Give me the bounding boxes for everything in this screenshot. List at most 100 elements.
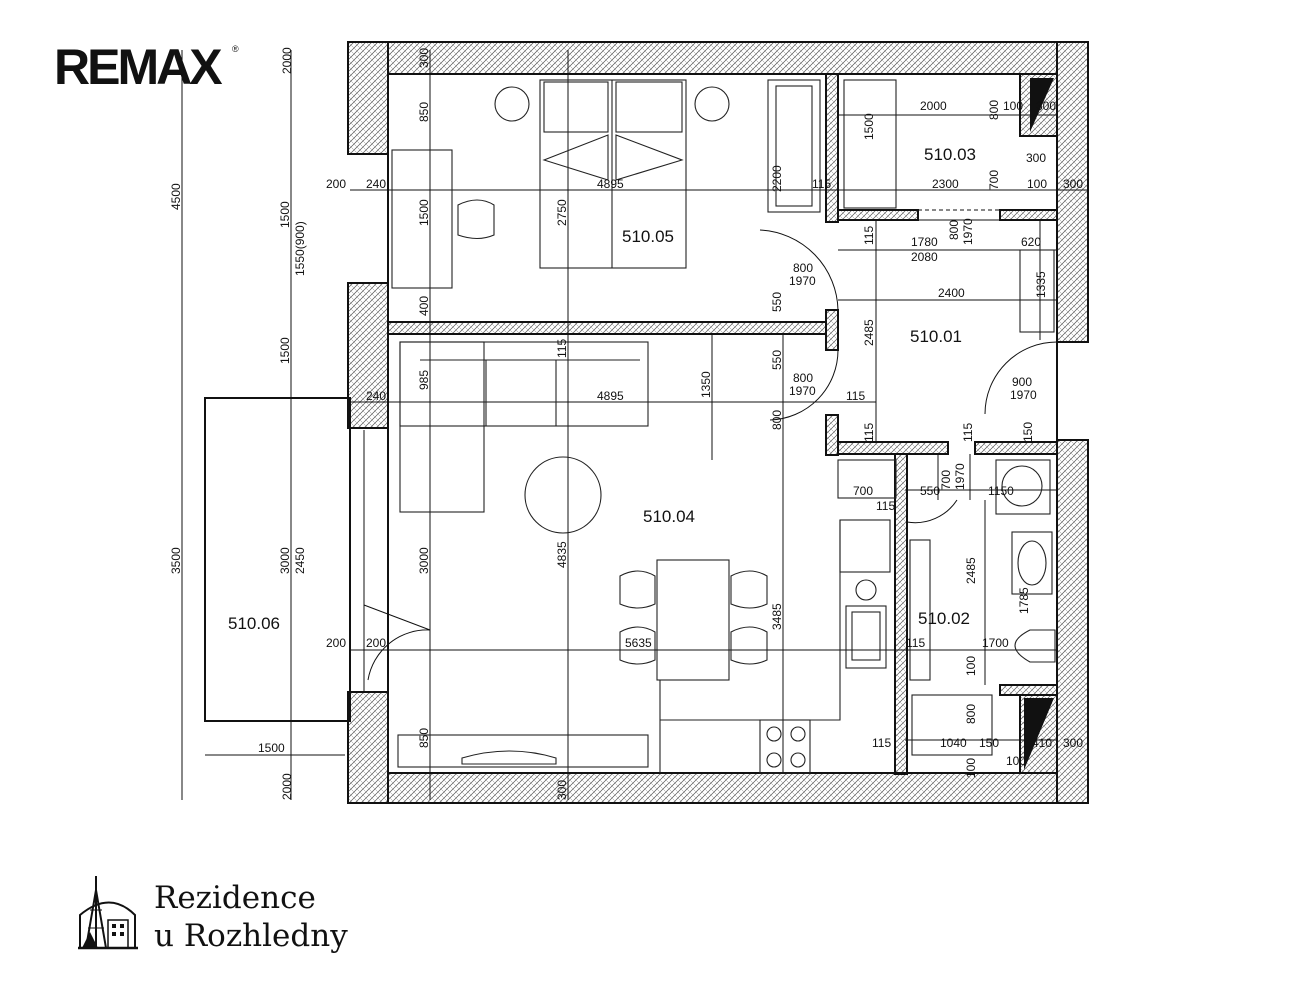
dimension-lines — [181, 50, 1088, 800]
dim-label: 1500 — [258, 741, 285, 755]
dim-label: 620 — [1021, 235, 1041, 249]
dim-label: 150 — [1021, 422, 1035, 442]
wall-v-1 — [825, 73, 839, 223]
dim-label: 1970 — [789, 274, 816, 288]
room-label: 510.01 — [910, 327, 962, 346]
coffee-table — [524, 456, 602, 534]
dim-label: 100 — [1027, 177, 1047, 191]
logo-text: REMAX — [54, 39, 222, 95]
dim-label: 985 — [417, 370, 431, 390]
dim-label: 2000 — [920, 99, 947, 113]
tv-unit — [397, 734, 649, 768]
cooktop — [759, 719, 811, 774]
dim-label: 4895 — [597, 389, 624, 403]
toilet — [1014, 629, 1056, 663]
dim-label: 3500 — [169, 547, 183, 574]
dim-label: 300 — [1036, 99, 1056, 113]
room-label: 510.03 — [924, 145, 976, 164]
wardrobe — [767, 79, 821, 213]
desk — [391, 149, 453, 289]
washing-machine — [995, 459, 1051, 515]
dim-label: 3485 — [770, 603, 784, 630]
dim-label: 410 — [1032, 736, 1052, 750]
dim-label: 2080 — [911, 250, 938, 264]
dim-label: 115 — [872, 736, 891, 750]
dim-label: 100 — [964, 758, 978, 778]
dim-label: 115 — [555, 339, 569, 358]
nightstand-right — [694, 86, 730, 122]
dim-label: 1970 — [789, 384, 816, 398]
wall-left-1 — [347, 41, 389, 155]
wall-v-3 — [825, 414, 839, 456]
wall-h-bath-2 — [974, 441, 1058, 455]
dim-label: 800 — [947, 220, 961, 240]
dim-label: 1350 — [699, 371, 713, 398]
dim-label: 800 — [987, 100, 1001, 120]
room-label: 510.06 — [228, 614, 280, 633]
wall-h-wc-2 — [999, 209, 1058, 221]
dimension-labels: 2000 4500 1500 1550(900) 1500 3500 3000 … — [169, 47, 1083, 800]
shower — [911, 694, 993, 756]
brand-line2: u Rozhledny — [154, 918, 348, 954]
wardrobe-510-03 — [843, 79, 897, 209]
wall-v-bath — [894, 453, 908, 775]
dim-label: 200 — [326, 636, 346, 650]
dim-label: 2485 — [862, 319, 876, 346]
brand-logo: Rezidence u Rozhledny — [78, 876, 348, 954]
dim-label: 300 — [555, 780, 569, 800]
dim-label: 115 — [862, 423, 876, 442]
walls — [347, 41, 1089, 804]
dim-label: 2400 — [938, 286, 965, 300]
balcony-outline — [204, 397, 351, 722]
sofa — [399, 341, 649, 427]
bed — [539, 79, 687, 269]
dim-label: 1150 — [988, 484, 1014, 498]
dim-label: 115 — [906, 636, 925, 650]
dim-label: 150 — [979, 736, 999, 750]
dim-label: 300 — [417, 48, 431, 68]
fridge — [837, 459, 897, 499]
doors — [363, 209, 1058, 681]
dim-label: 4895 — [597, 177, 624, 191]
dim-label: 115 — [876, 499, 895, 513]
dim-label: 1700 — [982, 636, 1009, 650]
wall-v-2 — [825, 309, 839, 351]
dim-label: 300 — [1063, 177, 1083, 191]
wall-h-bath-3 — [999, 684, 1058, 696]
dim-label: 2200 — [770, 165, 784, 192]
dim-label: 5635 — [625, 636, 652, 650]
dim-label: 700 — [939, 470, 953, 490]
dim-label: 1780 — [911, 235, 938, 249]
dim-label: 550 — [920, 484, 940, 498]
nightstand-left — [494, 86, 530, 122]
dim-label: 115 — [812, 177, 831, 191]
dim-label: 115 — [961, 423, 975, 442]
wall-bed-living — [387, 321, 837, 335]
tower-icon — [78, 876, 138, 950]
remax-logo: REMAX ® — [54, 39, 239, 95]
brand-line1: Rezidence — [154, 880, 316, 916]
dim-label: 2000 — [280, 773, 294, 800]
duct-top — [1030, 78, 1054, 132]
frame-lines — [363, 73, 1058, 774]
room-labels: 510.05 510.03 510.01 510.04 510.02 510.0… — [228, 145, 976, 633]
dining-table — [656, 559, 730, 681]
room-label: 510.05 — [622, 227, 674, 246]
dim-label: 4500 — [169, 183, 183, 210]
dim-label: 2300 — [932, 177, 959, 191]
wall-top — [347, 41, 1089, 75]
hall-wardrobe — [1019, 249, 1055, 333]
dim-label: 1550(900) — [293, 221, 307, 276]
door-balcony — [363, 604, 431, 681]
wall-right-1 — [1056, 41, 1089, 343]
dim-label: 300 — [1026, 151, 1046, 165]
wall-h-bath — [837, 441, 949, 455]
dim-label: 1500 — [862, 113, 876, 140]
dim-label: 850 — [417, 102, 431, 122]
door-entrance — [984, 341, 1058, 415]
dim-label: 240 — [366, 177, 386, 191]
dim-label: 2450 — [293, 547, 307, 574]
dim-label: 700 — [853, 484, 873, 498]
dim-label: 900 — [1012, 375, 1032, 389]
